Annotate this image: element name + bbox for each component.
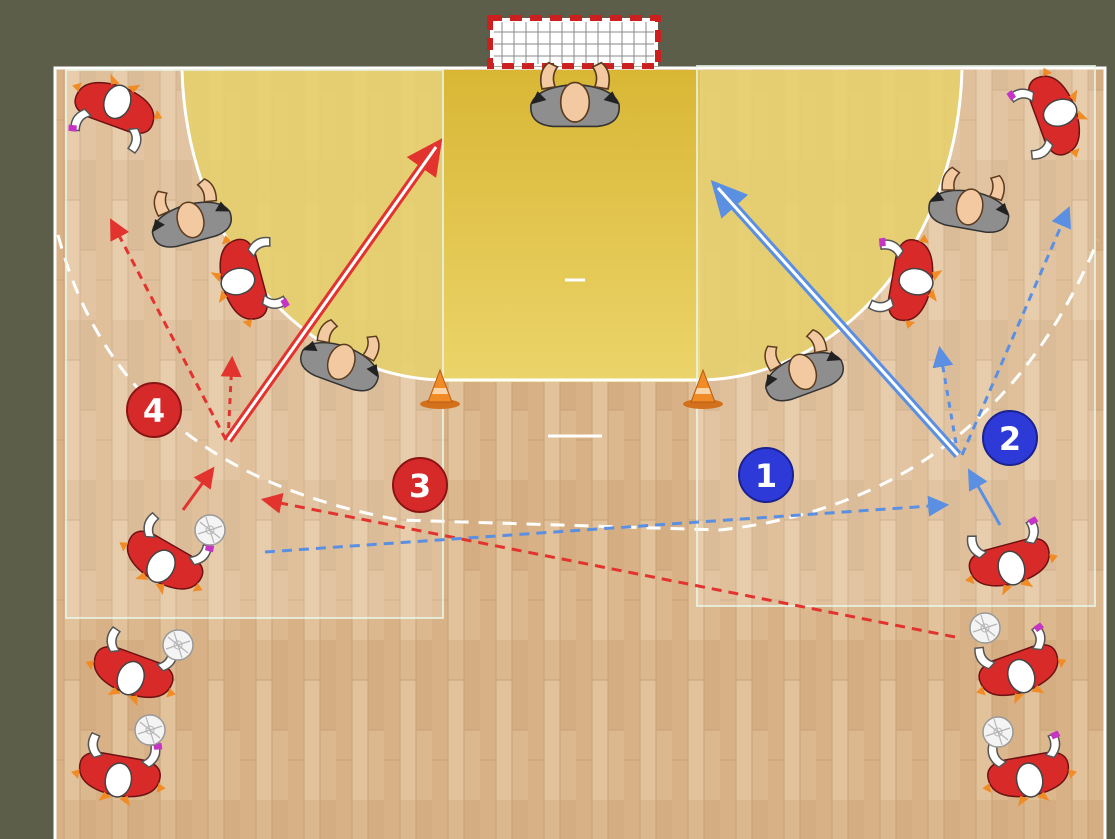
- ball-icon: [982, 716, 1014, 748]
- marker-3: 3: [392, 457, 448, 513]
- marker-4: 4: [126, 382, 182, 438]
- red-run-arrow: [181, 466, 215, 511]
- ball-icon: [162, 629, 194, 661]
- blue-pass-arrow: [264, 495, 950, 554]
- marker-2-label: 2: [999, 420, 1021, 458]
- marker-2: 2: [982, 410, 1038, 466]
- red-shot-arrow: [224, 138, 443, 443]
- blue-run-arrow: [960, 206, 1071, 456]
- goal-icon: [487, 15, 661, 69]
- ball-icon: [969, 612, 1001, 644]
- red-pass-arrow: [260, 492, 956, 639]
- marker-1-label: 1: [755, 457, 777, 495]
- marker-4-label: 4: [143, 392, 165, 430]
- blue-run-arrow: [932, 345, 960, 456]
- ball-icon: [134, 714, 166, 746]
- court-outline: [53, 66, 1107, 839]
- right-drill-zone: [696, 65, 1096, 607]
- red-arrows: [110, 138, 956, 639]
- blue-run-arrow: [967, 468, 1002, 526]
- free-throw-line: [56, 234, 1100, 532]
- ball-icon: [194, 514, 226, 546]
- marker-1: 1: [738, 447, 794, 503]
- left-drill-zone: [65, 69, 444, 619]
- blue-arrows: [264, 179, 1071, 554]
- red-run-arrow: [220, 355, 242, 441]
- marker-3-label: 3: [409, 467, 431, 505]
- blue-shot-arrow: [710, 179, 962, 459]
